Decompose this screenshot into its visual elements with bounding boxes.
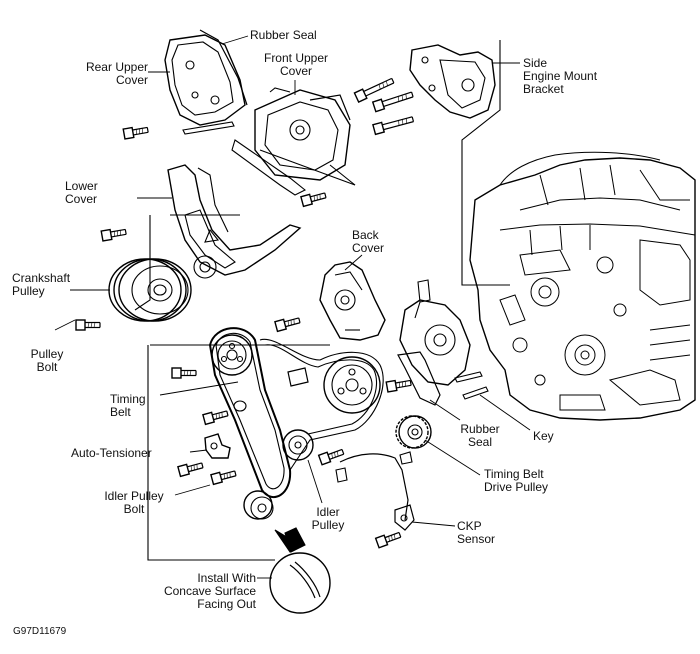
label-timing-belt-drive-pulley: Timing Belt Drive Pulley <box>484 467 549 494</box>
rubber-seal-lower <box>454 371 489 400</box>
bolt <box>274 314 302 333</box>
label-side-engine-mount-bracket: Side Engine Mount Bracket <box>523 56 598 96</box>
label-rubber-seal-lower: Rubber Seal <box>460 422 500 449</box>
oil-pump-housing <box>399 279 471 386</box>
label-lower-cover: Lower Cover <box>65 179 98 206</box>
spacer <box>233 367 309 412</box>
front-upper-cover <box>231 87 351 196</box>
engine-block <box>469 151 696 421</box>
bolt <box>385 377 413 393</box>
bolt <box>177 459 205 478</box>
ckp-sensor <box>335 451 415 531</box>
install-detail <box>269 527 331 614</box>
label-idler-pulley-bolt: Idler Pulley Bolt <box>104 489 164 516</box>
label-back-cover: Back Cover <box>352 228 385 255</box>
bolt <box>372 89 415 113</box>
bolt <box>372 113 415 136</box>
label-timing-belt: Timing Belt <box>110 392 146 419</box>
label-install-note: Install With Concave Surface Facing Out <box>163 571 256 611</box>
back-cover <box>319 261 386 341</box>
figure-code: G97D11679 <box>13 626 67 637</box>
bolt <box>210 467 238 486</box>
label-pulley-bolt: Pulley Bolt <box>30 347 64 374</box>
leader-lines <box>54 35 531 579</box>
camshaft-pulley-left <box>211 334 253 376</box>
label-idler-pulley: Idler Pulley <box>311 505 345 532</box>
label-rear-upper-cover: Rear Upper Cover <box>85 60 148 87</box>
label-front-upper-cover: Front Upper Cover <box>263 51 329 78</box>
bolt <box>171 367 197 379</box>
label-key: Key <box>533 429 554 443</box>
pulley-bolt-part <box>75 319 101 331</box>
rear-upper-cover <box>164 29 248 135</box>
timing-belt-drive-pulley <box>395 415 432 449</box>
washer <box>243 490 274 520</box>
bolt <box>122 124 150 140</box>
callout-frames <box>134 40 510 561</box>
label-crankshaft-pulley: Crankshaft Pulley <box>12 271 71 298</box>
bracket <box>397 351 441 406</box>
bolt <box>100 226 128 242</box>
bolt <box>374 529 403 549</box>
label-rubber-seal-top: Rubber Seal <box>250 28 317 42</box>
bolt <box>300 189 328 208</box>
bolt <box>202 407 230 426</box>
auto-tensioner <box>204 433 231 459</box>
bolt <box>353 75 396 103</box>
camshaft-pulley-right <box>323 356 381 414</box>
lower-cover <box>167 164 302 279</box>
label-ckp-sensor: CKP Sensor <box>457 519 496 546</box>
side-engine-mount-bracket <box>409 44 496 119</box>
label-auto-tensioner: Auto-Tensioner <box>71 446 152 460</box>
idler-pulley <box>282 429 314 461</box>
